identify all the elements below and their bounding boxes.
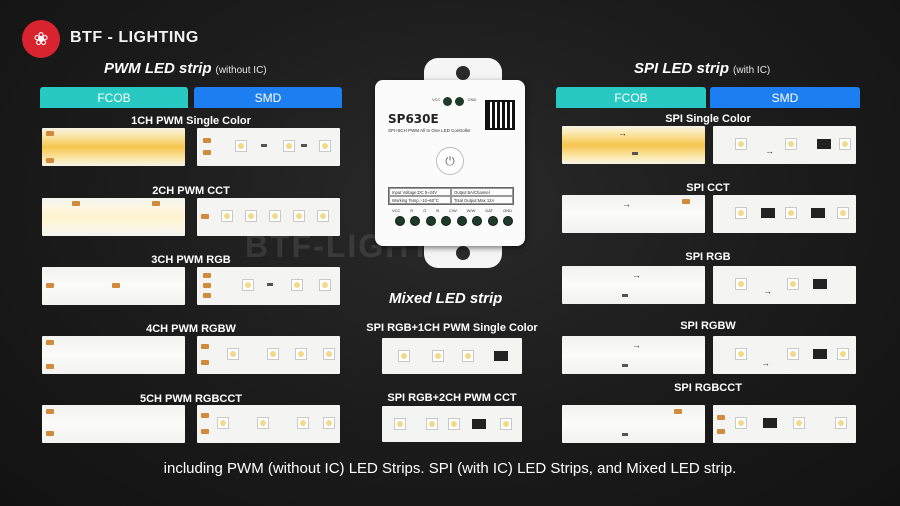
spi-smd-header: SMD [710, 87, 860, 108]
pwm-5ch-fcob-strip [42, 405, 185, 443]
controller-description: SPI+5CH PWM All In One LED Controller [388, 128, 471, 133]
controller-terminal-block [395, 216, 513, 226]
terminal-screw [456, 216, 467, 226]
controller-mount-hole-bottom [456, 246, 470, 260]
terminal-label: VCC [392, 208, 401, 213]
terminal-label: R [410, 208, 414, 213]
spi-single-smd-strip: → [713, 126, 856, 164]
terminal-label: G [423, 208, 427, 213]
controller-mount-hole-top [456, 66, 470, 80]
spi-row-label-rgb: SPI RGB [685, 251, 731, 263]
controller-spec-table: Input Voltage:DC 5~24V Output:6A/Channel… [388, 187, 514, 205]
spec-cell: Working Temp.:-10~60°C [389, 196, 451, 204]
caption: including PWM (without IC) LED Strips. S… [163, 460, 737, 477]
spi-rgbw-smd-strip: → [713, 336, 856, 374]
mixed-2-strip [382, 406, 522, 442]
spec-cell: Input Voltage:DC 5~24V [389, 188, 451, 196]
pwm-2ch-smd-strip [197, 198, 340, 236]
controller-power-terminals: VCC GND [432, 97, 476, 106]
terminal-screw [441, 216, 452, 226]
pwm-1ch-fcob-strip [42, 128, 185, 166]
terminal-screw [410, 216, 421, 226]
spi-single-fcob-strip: → [562, 126, 705, 164]
spi-title-text: SPI LED strip [634, 60, 730, 77]
terminal-label: GND [503, 208, 512, 213]
terminal-screw [425, 216, 436, 226]
controller-top-label-gnd: GND [467, 97, 477, 102]
terminal-screw [472, 216, 483, 226]
brand-logo-icon: ❀ [22, 20, 60, 58]
pwm-subtitle: (without IC) [215, 65, 267, 76]
controller-terminal-labels: VCC R G B C/W W/W DAT GND [392, 208, 512, 213]
pwm-3ch-smd-strip [197, 267, 340, 305]
terminal-screw [502, 216, 513, 226]
mixed-1-strip [382, 338, 522, 374]
spi-row-label-cct: SPI CCT [686, 182, 730, 194]
pwm-smd-header: SMD [194, 87, 342, 108]
terminal-screw [487, 216, 498, 226]
pwm-2ch-fcob-strip [42, 198, 185, 236]
pwm-fcob-header: FCOB [40, 87, 188, 108]
spi-rgb-smd-strip: → [713, 266, 856, 304]
pwm-row-label-2ch: 2CH PWM CCT [152, 185, 230, 197]
pwm-row-label-4ch: 4CH PWM RGBW [146, 323, 236, 335]
spi-row-label-single: SPI Single Color [665, 113, 751, 125]
spi-fcob-header: FCOB [556, 87, 706, 108]
power-button-icon: ⏻ [436, 147, 464, 175]
spi-rgbcct-smd-strip [713, 405, 856, 443]
pwm-row-label-1ch: 1CH PWM Single Color [131, 115, 251, 127]
brand-logo-glyph: ❀ [33, 28, 49, 50]
spi-cct-smd-strip [713, 195, 856, 233]
spi-cct-fcob-strip: → [562, 195, 705, 233]
qr-code-icon [485, 100, 515, 130]
spi-row-label-rgbcct: SPI RGBCCT [674, 382, 742, 394]
spi-rgbcct-fcob-strip [562, 405, 705, 443]
spi-subtitle: (with IC) [733, 65, 771, 76]
mixed-row-label-1: SPI RGB+1CH PWM Single Color [366, 322, 538, 334]
mixed-row-label-2: SPI RGB+2CH PWM CCT [387, 392, 517, 404]
spi-rgb-fcob-strip: → [562, 266, 705, 304]
spi-row-label-rgbw: SPI RGBW [680, 320, 736, 332]
pwm-4ch-smd-strip [197, 336, 340, 374]
pwm-title-text: PWM LED strip [104, 60, 212, 77]
terminal-label: DAT [485, 208, 494, 213]
pwm-3ch-fcob-strip [42, 267, 185, 305]
spec-cell: Output:6A/Channel [451, 188, 513, 196]
pwm-row-label-5ch: 5CH PWM RGBCCT [139, 393, 243, 405]
mixed-title: Mixed LED strip [389, 290, 503, 307]
terminal-label: W/W [466, 208, 476, 213]
controller-power-terminal [443, 97, 453, 106]
pwm-1ch-smd-strip [197, 128, 340, 166]
pwm-title: PWM LED strip(without IC) [104, 60, 267, 77]
pwm-row-label-3ch: 3CH PWM RGB [151, 254, 231, 266]
spi-rgbw-fcob-strip: → [562, 336, 705, 374]
controller-top-label-vcc: VCC [432, 97, 441, 102]
terminal-label: C/W [449, 208, 457, 213]
power-glyph: ⏻ [445, 153, 455, 168]
controller-model: SP630E [388, 112, 439, 126]
pwm-5ch-smd-strip [197, 405, 340, 443]
spec-cell: Total Output:Max 12A [451, 196, 513, 204]
pwm-4ch-fcob-strip [42, 336, 185, 374]
terminal-screw [395, 216, 405, 226]
brand-name: BTF - LIGHTING [70, 29, 199, 46]
terminal-label: B [436, 208, 440, 213]
controller-power-terminal [455, 97, 465, 106]
spi-title: SPI LED strip(with IC) [634, 60, 770, 77]
